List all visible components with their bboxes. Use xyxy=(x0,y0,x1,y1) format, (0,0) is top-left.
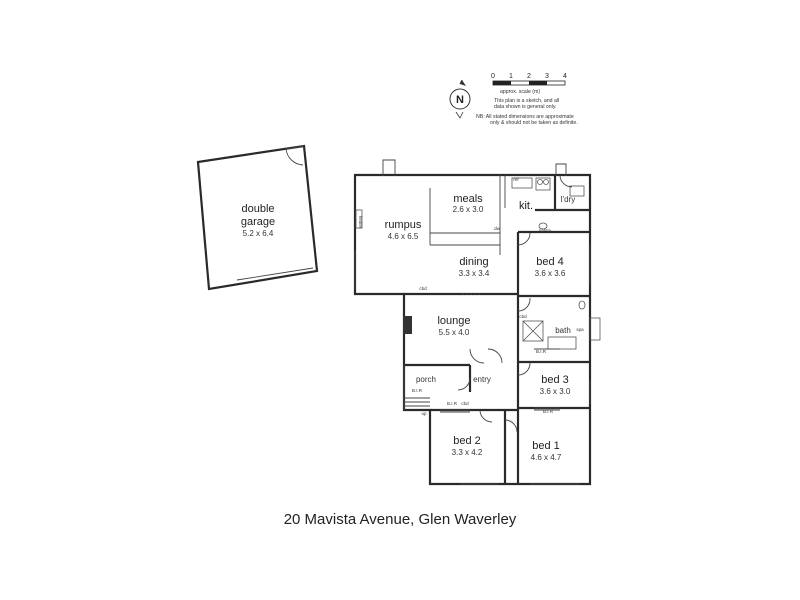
ref-label: ref xyxy=(513,177,519,182)
bed1-name: bed 1 xyxy=(532,440,560,452)
bir-label: B.I.R xyxy=(536,349,547,354)
dining-name: dining xyxy=(459,256,488,268)
room-labels: rumpus 4.6 x 6.5 meals 2.6 x 3.0 kit. l'… xyxy=(385,193,584,462)
lounge-dims: 5.5 x 4.0 xyxy=(439,328,470,337)
note-line: only & should not be taken as definite. xyxy=(490,120,578,126)
cbd-label: cbd xyxy=(519,314,527,319)
meals-dims: 2.6 x 3.0 xyxy=(453,205,484,214)
bath-name: bath xyxy=(555,326,571,335)
meals-name: meals xyxy=(453,193,483,205)
kitchen-name: kit. xyxy=(519,200,533,212)
scale-tick-1: 1 xyxy=(509,73,513,80)
garage-dims: 5.2 x 6.4 xyxy=(243,229,274,238)
scale-tick-0: 0 xyxy=(491,73,495,80)
up-label: up xyxy=(421,411,427,416)
bed4-name: bed 4 xyxy=(536,256,564,268)
small-annotations: heater cbd cbd cbd B.I.R B.I.R B.I.R B.I… xyxy=(358,177,554,416)
bir-label: B.I.R xyxy=(412,388,423,393)
lounge-name: lounge xyxy=(437,315,470,327)
bed4-dims: 3.6 x 3.6 xyxy=(535,269,566,278)
cbd-label: cbd xyxy=(461,401,469,406)
bed3-dims: 3.6 x 3.0 xyxy=(540,387,571,396)
bed3-name: bed 3 xyxy=(541,374,569,386)
dining-dims: 3.3 x 3.4 xyxy=(459,269,490,278)
entry-name: entry xyxy=(473,375,491,384)
north-letter: N xyxy=(456,94,464,106)
garage-name-1: double xyxy=(241,203,274,215)
scale-legend: 0 1 2 3 4 approx. scale (m) This plan is… xyxy=(476,73,578,126)
heater-label: heater xyxy=(358,216,363,229)
disclaimer-line: This plan is a sketch, and all xyxy=(494,98,559,104)
address-caption: 20 Mavista Avenue, Glen Waverley xyxy=(283,511,517,528)
garage-name-2: garage xyxy=(241,216,275,228)
scale-bar-seg xyxy=(529,81,547,85)
cbd-label: cbd xyxy=(419,286,427,291)
north-arrow-icon: N xyxy=(449,79,471,119)
scale-tick-4: 4 xyxy=(563,73,567,80)
laundry-name: l'dry xyxy=(561,195,575,204)
note-line: NB: All stated dimensions are approximat… xyxy=(476,114,574,120)
pantry-name: pantry xyxy=(539,228,552,233)
scale-tick-3: 3 xyxy=(545,73,549,80)
dw-label: dw xyxy=(494,226,501,231)
bir-label: B.I.R xyxy=(543,409,554,414)
spa-name: spa xyxy=(576,327,584,332)
rumpus-name: rumpus xyxy=(385,219,422,231)
porch-name: porch xyxy=(416,375,436,384)
bir-label: B.I.R xyxy=(447,401,458,406)
scale-bar-seg xyxy=(493,81,511,85)
disclaimer-line: data shown is general only. xyxy=(494,104,556,110)
garage-block: double garage 5.2 x 6.4 xyxy=(196,144,319,291)
bed2-name: bed 2 xyxy=(453,435,481,447)
bed1-dims: 4.6 x 4.7 xyxy=(531,453,562,462)
scale-tick-2: 2 xyxy=(527,73,531,80)
rumpus-dims: 4.6 x 6.5 xyxy=(388,232,419,241)
bed2-dims: 3.3 x 4.2 xyxy=(452,448,483,457)
house-walls xyxy=(353,159,601,486)
scale-label: approx. scale (m) xyxy=(500,89,540,95)
